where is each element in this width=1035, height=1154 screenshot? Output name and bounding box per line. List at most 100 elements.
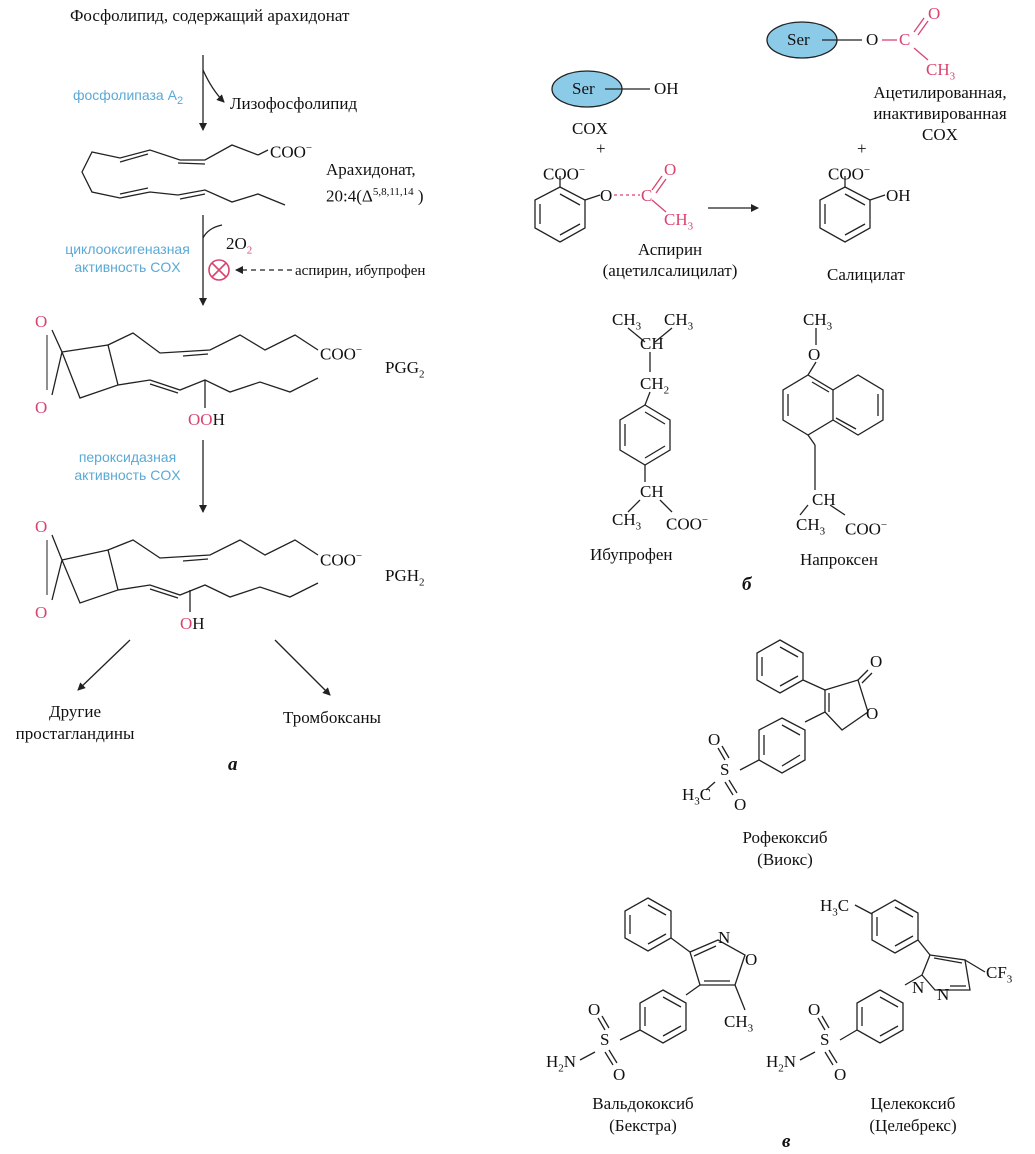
panel-c-label: в	[782, 1131, 791, 1152]
naproxen-structure	[782, 328, 884, 516]
salicylate-coo: COO−	[828, 164, 871, 184]
pgg2-o-top: O	[35, 312, 48, 331]
celecoxib-name: Целекоксиб	[870, 1094, 956, 1113]
val-so-bottom: O	[613, 1065, 626, 1084]
ser-cox-enzyme	[551, 70, 650, 108]
other-prostaglandins-line2: простагландины	[15, 724, 135, 743]
ibu-coo: COO−	[666, 514, 709, 534]
pgg2-structure	[46, 329, 319, 408]
pgh2-label: PGH2	[385, 566, 425, 589]
ibuprofen-structure	[619, 327, 673, 513]
branch-arrows	[77, 639, 331, 696]
pgh2-structure	[46, 534, 319, 612]
ibu-ch: CH	[640, 334, 664, 353]
rof-so-top: O	[708, 730, 721, 749]
ser-label: Ser	[572, 79, 595, 98]
ibuprofen-name: Ибупрофен	[590, 545, 673, 564]
pgg2-label: PGG2	[385, 358, 425, 381]
inhibitors-label: аспирин, ибупрофен	[295, 263, 426, 279]
pathway-arrow-1	[199, 55, 225, 131]
val-ch3: CH3	[724, 1012, 754, 1035]
ibu-ch3-right: CH3	[664, 310, 694, 333]
thromboxanes-label: Тромбоксаны	[283, 708, 381, 727]
salicylate-oh: OH	[886, 186, 911, 205]
panel-b-label: б	[742, 574, 752, 595]
nap-ch3-lower: CH3	[796, 515, 826, 538]
acetylated-line3: COX	[922, 125, 958, 144]
rof-h3c: H3C	[682, 785, 712, 808]
rof-ring-o: O	[866, 704, 879, 723]
aspirin-carbonyl-o: O	[664, 160, 677, 179]
rofecoxib-name: Рофекоксиб	[742, 828, 828, 847]
ser-acetylated-enzyme	[766, 17, 929, 61]
inhibit-symbol	[208, 259, 230, 281]
plus-left: +	[596, 139, 606, 158]
arachidonate-name: Арахидонат,	[326, 160, 416, 179]
arachidonate-chain	[81, 144, 286, 206]
oh-label: OH	[654, 79, 679, 98]
other-prostaglandins-line1: Другие	[49, 702, 101, 721]
cox-peroxidase-line2: активность COX	[74, 467, 181, 483]
nap-coo: COO−	[845, 519, 888, 539]
salicylate-structure	[819, 176, 886, 243]
rof-carbonyl-o: O	[870, 652, 883, 671]
salicylate-name: Салицилат	[827, 265, 905, 284]
rof-s: S	[720, 760, 730, 779]
valdecoxib-brand: (Бекстра)	[609, 1116, 677, 1135]
cel-h3c: H3C	[820, 896, 850, 919]
aspirin-name: Аспирин	[637, 240, 703, 259]
aspirin-subname: (ацетилсалицилат)	[602, 261, 738, 280]
nap-o: O	[808, 345, 821, 364]
phospholipase-label: фосфолипаза A2	[73, 87, 184, 107]
pathway-arrow-2	[199, 215, 292, 306]
cel-s: S	[820, 1030, 830, 1049]
pgg2-o-bottom: O	[35, 398, 48, 417]
pgh2-o-bottom: O	[35, 603, 48, 622]
cel-so-bottom: O	[834, 1065, 847, 1084]
cox-label: COX	[572, 119, 608, 138]
ibu-ch3-lower: CH3	[612, 510, 642, 533]
nap-ch3-top: CH3	[803, 310, 833, 333]
ibu-ch-lower: CH	[640, 482, 664, 501]
pgg2-coo: COO−	[320, 344, 363, 364]
oxygen-label: 2O2	[226, 234, 253, 257]
acetyl-c-label: C	[899, 30, 911, 49]
cel-h2n: H2N	[766, 1052, 797, 1075]
rof-so-bottom: O	[734, 795, 747, 814]
val-so-top: O	[588, 1000, 601, 1019]
cox-cyclooxygenase-line2: активность COX	[74, 259, 181, 275]
acetylated-line2: инактивированная	[873, 104, 1007, 123]
arachidonate-coo: COO−	[270, 142, 313, 162]
cel-n1: N	[912, 978, 925, 997]
cel-so-top: O	[808, 1000, 821, 1019]
plus-right: +	[857, 139, 867, 158]
val-s: S	[600, 1030, 610, 1049]
phospholipid-label: Фосфолипид, содержащий арахидонат	[70, 6, 350, 25]
pgh2-oh: OH	[180, 614, 205, 633]
arachidonate-formula: 20:4(Δ5,8,11,14 )	[326, 186, 424, 206]
nap-ch: CH	[812, 490, 836, 509]
lysophospholipid-label: Лизофосфолипид	[230, 94, 358, 113]
ibu-ch2: CH2	[640, 374, 670, 397]
rofecoxib-brand: (Виокс)	[757, 850, 813, 869]
cel-n2: N	[937, 985, 950, 1004]
pgg2-ooh: OOH	[188, 410, 225, 429]
celecoxib-structure	[799, 899, 986, 1066]
valdecoxib-structure	[579, 897, 746, 1066]
aspirin-coo: COO−	[543, 164, 586, 184]
ser-acetyl-label: Ser	[787, 30, 810, 49]
ibu-ch3-left: CH3	[612, 310, 642, 333]
acetyl-ch3: CH3	[926, 60, 956, 83]
aspirin-ch3: CH3	[664, 210, 694, 233]
rofecoxib-structure	[705, 639, 873, 796]
pgh2-coo: COO−	[320, 550, 363, 570]
cox-cyclooxygenase-line1: циклооксигеназная	[65, 241, 190, 257]
celecoxib-brand: (Целебрекс)	[869, 1116, 957, 1135]
cel-cf3: CF3	[986, 963, 1013, 986]
val-n: N	[718, 928, 731, 947]
cox-peroxidase-line1: пероксидазная	[78, 449, 177, 465]
val-h2n: H2N	[546, 1052, 577, 1075]
val-o: O	[745, 950, 758, 969]
